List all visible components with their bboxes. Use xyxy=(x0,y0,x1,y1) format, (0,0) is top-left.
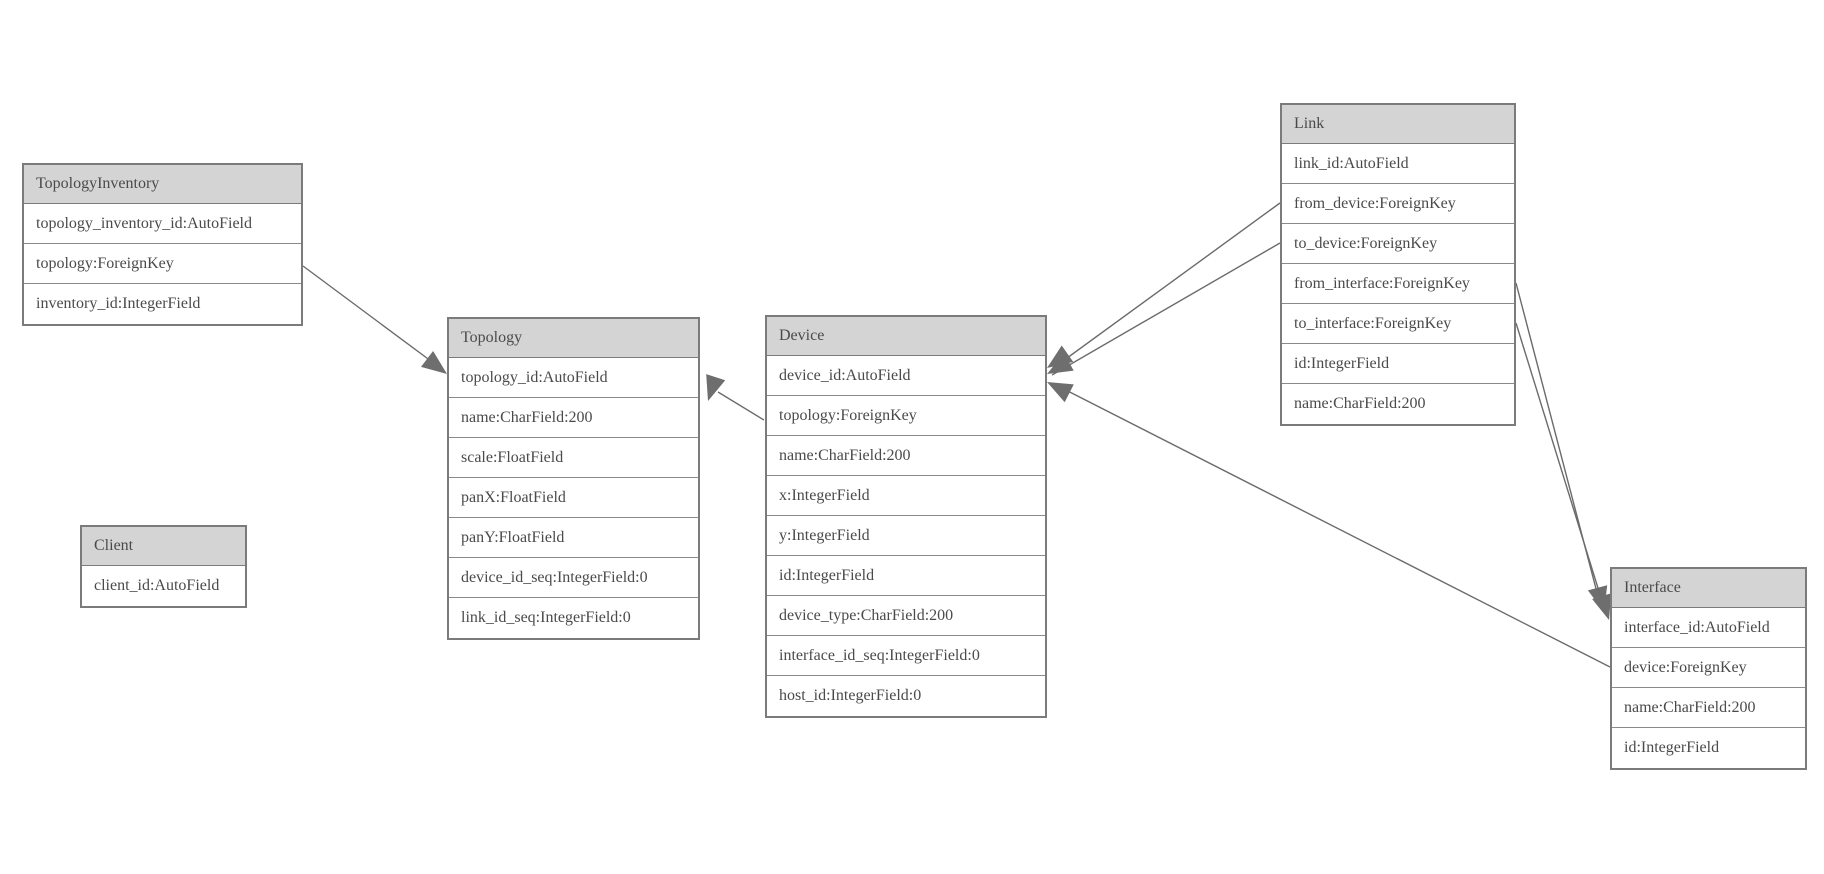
arrowhead-icon xyxy=(421,351,447,374)
entity-field-row: x:IntegerField xyxy=(767,476,1045,516)
entity-title-topology: Topology xyxy=(449,319,698,358)
entity-field-row: name:CharField:200 xyxy=(1612,688,1805,728)
entity-field-row: from_interface:ForeignKey xyxy=(1282,264,1514,304)
arrowhead-icon xyxy=(1047,382,1074,403)
entity-field-row: id:IntegerField xyxy=(1282,344,1514,384)
edge-line xyxy=(1051,242,1281,376)
entity-field-row: device_type:CharField:200 xyxy=(767,596,1045,636)
entity-field-row: device_id_seq:IntegerField:0 xyxy=(449,558,698,598)
entity-title-interface: Interface xyxy=(1612,569,1805,608)
entity-field-row: panX:FloatField xyxy=(449,478,698,518)
entity-field-row: to_interface:ForeignKey xyxy=(1282,304,1514,344)
edge-link-from_interface-interface xyxy=(1515,282,1608,612)
entity-field-row: name:CharField:200 xyxy=(767,436,1045,476)
entity-title-client: Client xyxy=(82,527,245,566)
entity-field-row: link_id:AutoField xyxy=(1282,144,1514,184)
edge-link-to_device-device xyxy=(1047,242,1281,376)
entity-field-row: panY:FloatField xyxy=(449,518,698,558)
entity-field-row: device_id:AutoField xyxy=(767,356,1045,396)
entity-field-row: topology:ForeignKey xyxy=(767,396,1045,436)
edge-line xyxy=(717,391,765,421)
entity-field-row: from_device:ForeignKey xyxy=(1282,184,1514,224)
arrowhead-icon xyxy=(1592,593,1612,620)
edge-link-to_interface-interface xyxy=(1515,322,1612,620)
entity-field-row: device:ForeignKey xyxy=(1612,648,1805,688)
edge-line xyxy=(1515,322,1607,615)
arrowhead-icon xyxy=(706,374,726,401)
entity-field-row: name:CharField:200 xyxy=(1282,384,1514,424)
entity-field-row: name:CharField:200 xyxy=(449,398,698,438)
entity-field-row: topology:ForeignKey xyxy=(24,244,301,284)
entity-field-row: link_id_seq:IntegerField:0 xyxy=(449,598,698,638)
entity-field-row: topology_inventory_id:AutoField xyxy=(24,204,301,244)
edge-line xyxy=(1515,282,1601,605)
entity-field-row: interface_id:AutoField xyxy=(1612,608,1805,648)
entity-title-link: Link xyxy=(1282,105,1514,144)
entity-field-row: scale:FloatField xyxy=(449,438,698,478)
entity-field-row: interface_id_seq:IntegerField:0 xyxy=(767,636,1045,676)
entity-title-device: Device xyxy=(767,317,1045,356)
arrowhead-icon xyxy=(1587,585,1608,612)
edge-link-from_device-device xyxy=(1047,202,1281,370)
arrowhead-icon xyxy=(1047,345,1074,368)
entity-title-topologyinventory: TopologyInventory xyxy=(24,165,301,204)
edge-topologyinventory-topology xyxy=(302,265,447,374)
entity-field-row: id:IntegerField xyxy=(767,556,1045,596)
entity-field-row: id:IntegerField xyxy=(1612,728,1805,768)
arrowhead-icon xyxy=(1047,353,1074,374)
edge-device-topology xyxy=(706,374,765,421)
entity-field-row: to_device:ForeignKey xyxy=(1282,224,1514,264)
entity-field-row: host_id:IntegerField:0 xyxy=(767,676,1045,716)
entity-field-row: inventory_id:IntegerField xyxy=(24,284,301,324)
entity-field-row: client_id:AutoField xyxy=(82,566,245,606)
edge-line xyxy=(302,265,444,371)
edge-line xyxy=(1051,202,1281,370)
entity-field-row: topology_id:AutoField xyxy=(449,358,698,398)
entity-field-row: y:IntegerField xyxy=(767,516,1045,556)
